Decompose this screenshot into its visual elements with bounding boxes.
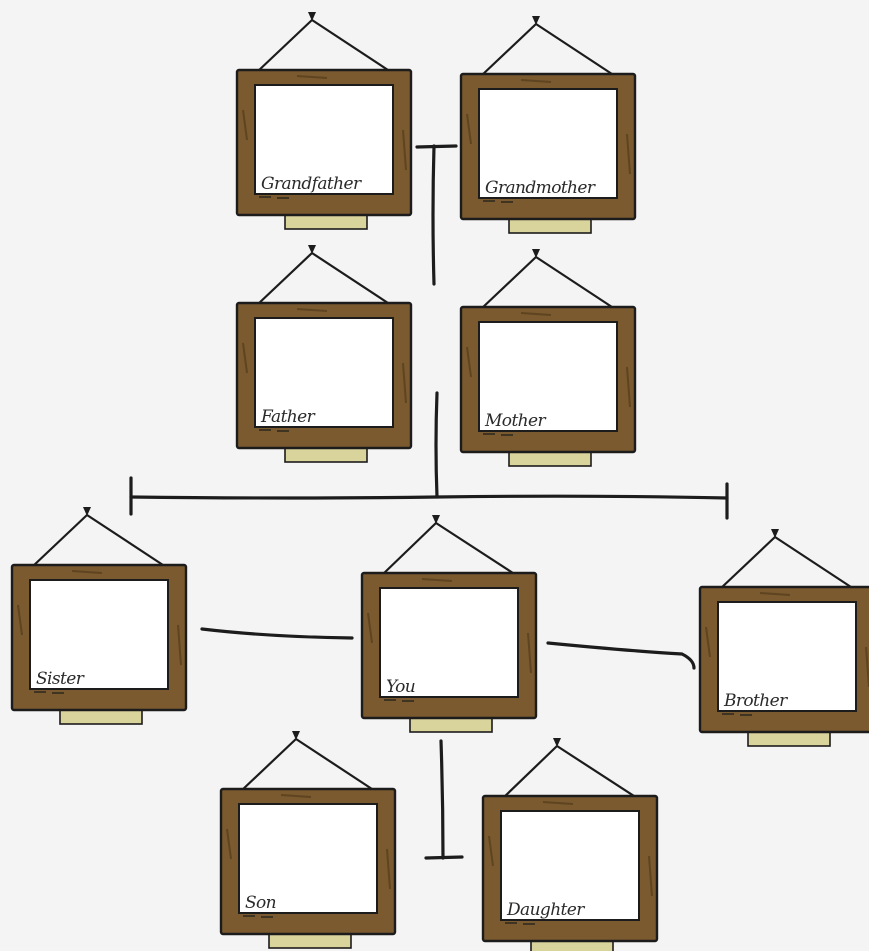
you-brother-link xyxy=(546,641,696,670)
son-nail-icon xyxy=(292,731,300,740)
son-wood-grain xyxy=(226,794,391,890)
sister-label: Sister xyxy=(36,669,85,689)
grandmother-nail-icon xyxy=(532,16,540,25)
mother-sketch-marks xyxy=(483,433,513,436)
daughter-frame: Daughter xyxy=(481,738,659,951)
sister-nail-icon xyxy=(83,507,91,516)
you-photo-area xyxy=(379,587,519,698)
mother-label: Mother xyxy=(484,411,546,431)
son-photo-area xyxy=(238,803,378,914)
father-wood-grain xyxy=(242,308,407,404)
son-frame: Son xyxy=(219,731,397,949)
brother-frame: Brother xyxy=(698,529,869,747)
brother-label: Brother xyxy=(723,691,788,711)
sister-wood-grain xyxy=(17,570,182,666)
sister-photo-area xyxy=(29,579,169,690)
grandfather-wood-grain xyxy=(242,75,407,171)
daughter-wood-grain xyxy=(488,801,653,897)
father-photo-area xyxy=(254,317,394,428)
mother-hanging-string xyxy=(480,255,616,310)
children-link-bar xyxy=(424,855,464,860)
daughter-photo-area xyxy=(500,810,640,921)
father-label: Father xyxy=(260,407,316,427)
you-nail-icon xyxy=(432,515,440,524)
grandmother-hanging-string xyxy=(480,22,616,77)
son-hanging-string xyxy=(240,737,376,792)
siblings-horizontal-bar xyxy=(129,494,729,500)
grandfather-photo-area xyxy=(254,84,394,195)
grandfather-label: Grandfather xyxy=(261,174,362,194)
grandparents-link-bar xyxy=(415,144,458,149)
grandmother-sketch-marks xyxy=(483,200,513,203)
mother-nail-icon xyxy=(532,249,540,258)
sister-you-link xyxy=(200,627,354,640)
brother-nail-icon xyxy=(771,529,779,538)
mother-photo-area xyxy=(478,321,618,432)
you-hanging-string xyxy=(381,521,517,576)
you-sketch-marks xyxy=(384,699,414,702)
brother-photo-area xyxy=(717,601,857,712)
father-hanging-string xyxy=(256,251,392,306)
mother-wood-grain xyxy=(466,312,631,408)
daughter-nail-icon xyxy=(553,738,561,747)
grandfather-hanging-string xyxy=(256,18,392,73)
daughter-label: Daughter xyxy=(506,900,585,920)
grandmother-label: Grandmother xyxy=(485,178,596,198)
grandfather-nail-icon xyxy=(308,12,316,21)
you-frame: You xyxy=(360,515,538,733)
son-label: Son xyxy=(245,893,276,913)
brother-sketch-marks xyxy=(722,713,752,716)
mother-frame: Mother xyxy=(459,249,637,467)
son-sketch-marks xyxy=(243,915,273,918)
parents-link-stem xyxy=(434,391,439,499)
daughter-hanging-string xyxy=(502,744,638,799)
sister-sketch-marks xyxy=(34,691,64,694)
grandmother-frame: Grandmother xyxy=(459,16,637,234)
grandmother-wood-grain xyxy=(466,79,631,175)
grandmother-photo-area xyxy=(478,88,618,199)
grandfather-sketch-marks xyxy=(259,196,289,199)
children-link-stem xyxy=(439,739,445,860)
you-label: You xyxy=(386,677,415,697)
connectors xyxy=(129,144,729,860)
grandfather-frame: Grandfather xyxy=(235,12,413,230)
sister-frame: Sister xyxy=(10,507,188,725)
daughter-sketch-marks xyxy=(505,922,535,925)
brother-hanging-string xyxy=(719,535,855,590)
father-nail-icon xyxy=(308,245,316,254)
you-wood-grain xyxy=(367,578,532,674)
grandparents-link-stem xyxy=(431,144,436,286)
father-sketch-marks xyxy=(259,429,289,432)
father-frame: Father xyxy=(235,245,413,463)
sister-hanging-string xyxy=(31,513,167,568)
